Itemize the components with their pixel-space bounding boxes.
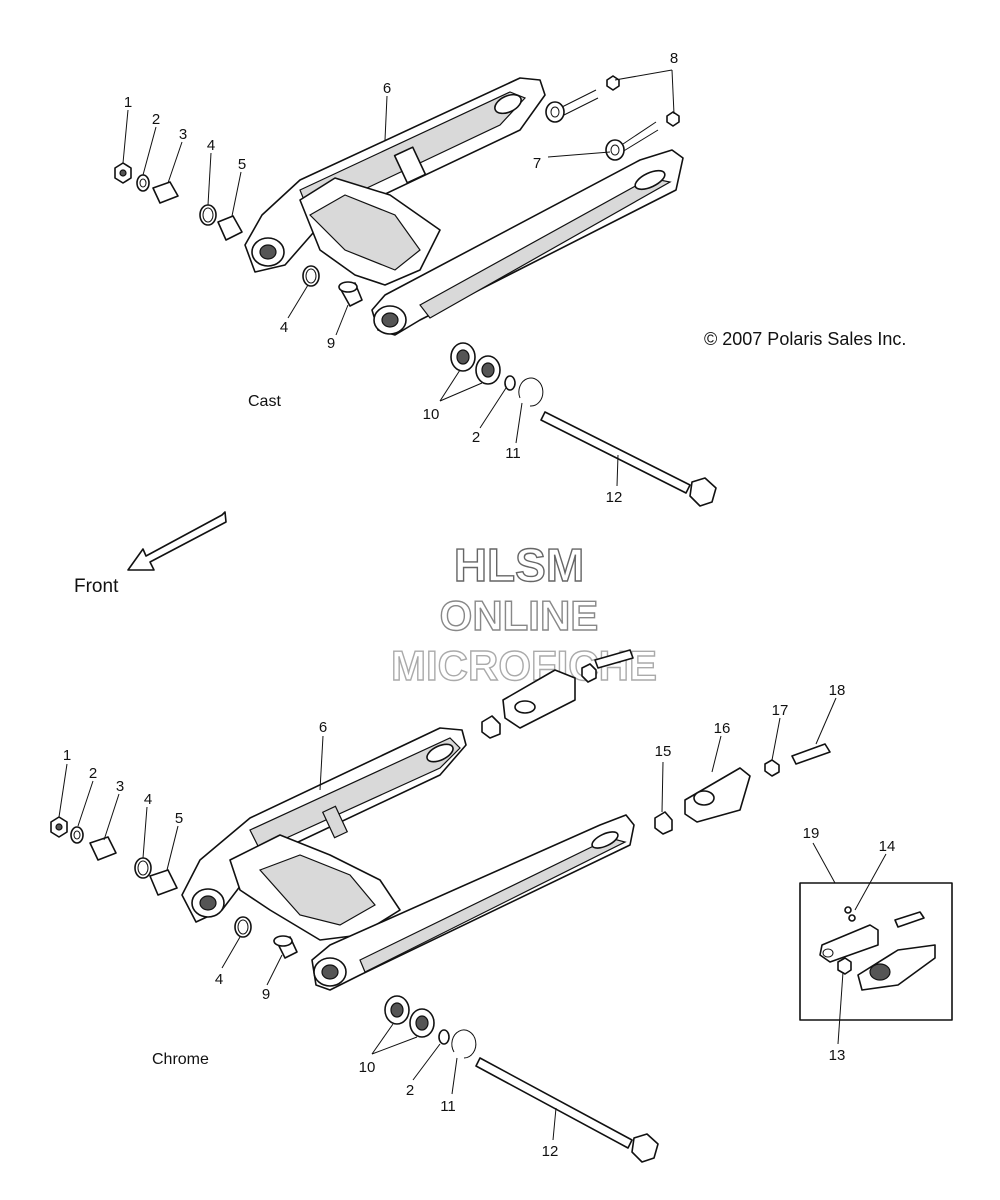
top-bearings-axle [450,342,717,507]
callout-4-top: 4 [207,137,215,154]
callout-9-bottom: 9 [262,986,270,1003]
watermark-line2: ONLINE [440,592,599,639]
callout-5-bottom: 5 [175,810,183,827]
callout-10-bottom: 10 [359,1059,376,1076]
top-leaders [122,69,675,487]
bottom-bearings-axle [384,995,659,1163]
callout-10-top: 10 [423,406,440,423]
cast-swingarm [244,77,684,336]
label-cast: Cast [248,393,281,410]
bottom-callouts: 1 2 3 4 5 6 4 9 10 2 11 12 15 16 17 18 1… [63,682,896,1160]
callout-3-top: 3 [179,126,187,143]
callout-19-bottom: 19 [803,825,820,842]
callout-11-top: 11 [505,445,521,462]
top-axle-bolts [545,75,680,161]
callout-9-top: 9 [327,335,335,352]
callout-4b-top: 4 [280,319,288,336]
callout-6-top: 6 [383,80,391,97]
callout-7-top: 7 [533,155,541,172]
callout-1-top: 1 [124,94,132,111]
chrome-swingarm [181,727,635,991]
callout-12-bottom: 12 [542,1143,559,1160]
callout-12-top: 12 [606,489,623,506]
callout-14-bottom: 14 [879,838,896,855]
watermark-line3: MICROFICHE [391,642,657,689]
copyright: © 2007 Polaris Sales Inc. [704,329,906,349]
callout-8-top: 8 [670,50,678,67]
callout-11-bottom: 11 [440,1098,456,1115]
callout-2b-top: 2 [472,429,480,446]
callout-6-bottom: 6 [319,719,327,736]
front-arrow [127,511,227,571]
callout-2b-bottom: 2 [406,1082,414,1099]
callout-13-bottom: 13 [829,1047,846,1064]
bottom-pivot-hardware [50,816,298,959]
bottom-leaders [58,697,887,1141]
callout-3-bottom: 3 [116,778,124,795]
watermark-line1: HLSM [454,539,584,591]
callout-4-bottom: 4 [144,791,152,808]
inset-box-19 [799,882,953,1021]
callout-17-bottom: 17 [772,702,789,719]
callout-2-bottom: 2 [89,765,97,782]
label-front: Front [74,576,119,597]
callout-16-bottom: 16 [714,720,731,737]
callout-2-top: 2 [152,111,160,128]
label-chrome: Chrome [152,1051,209,1068]
callout-4b-bottom: 4 [215,971,223,988]
callout-5-top: 5 [238,156,246,173]
callout-1-bottom: 1 [63,747,71,764]
top-callouts: 1 2 3 4 5 6 7 8 4 9 10 2 11 12 [124,50,678,506]
bottom-adjusters [481,649,831,835]
callout-18-bottom: 18 [829,682,846,699]
callout-15-bottom: 15 [655,743,672,760]
